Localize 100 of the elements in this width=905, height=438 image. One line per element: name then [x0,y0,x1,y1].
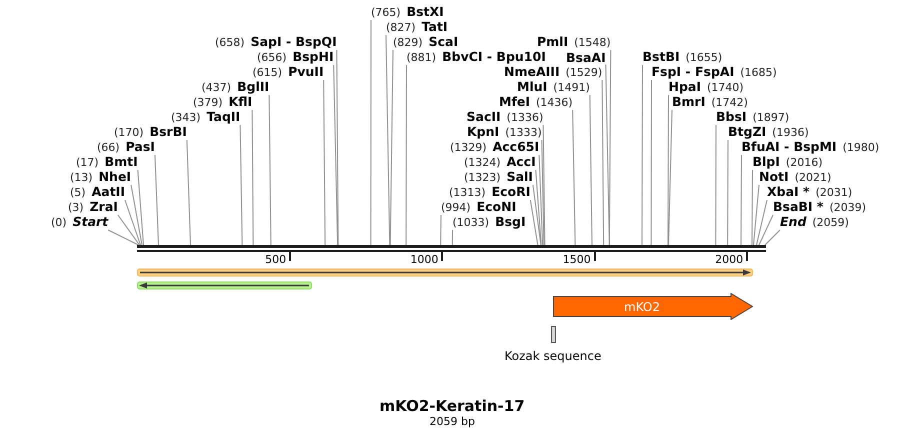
leader-line [668,94,669,246]
leader-line [370,20,372,246]
restriction-site-label: AccI [506,155,536,169]
position-number: (2016) [786,156,822,170]
leader-line [642,64,643,246]
leader-line [752,170,753,246]
leader-line [572,110,576,246]
restriction-site-label: BglII [237,80,270,94]
restriction-site-label: XbaI * [767,185,810,199]
position-number: (2031) [816,186,852,200]
restriction-site-label: BtgZI [728,125,766,139]
leader-line [137,170,144,246]
leader-line [130,184,142,246]
restriction-site-label: BsaAI [566,50,606,64]
position-number: (881) [406,51,436,65]
restriction-site-label: BmrI [672,95,706,109]
position-number: (765) [371,6,401,20]
position-number: (437) [202,81,232,95]
position-number: (615) [252,66,282,80]
position-number: (1313) [449,186,486,200]
position-number: (1336) [506,111,544,125]
position-number: (1324) [464,156,501,170]
leader-line [650,80,652,246]
restriction-site-label: BbvCI - Bpu10I [442,50,546,64]
restriction-site-label: EcoRI [492,185,530,199]
restriction-site-label: BsaBI * [773,200,824,214]
restriction-site-label: BstBI [642,50,680,64]
leader-line [154,154,159,246]
leader-line [333,64,338,246]
position-number: (1491) [553,81,590,95]
restriction-site-label: NotI [759,170,789,184]
restriction-site-label: TatI [422,20,448,34]
leader-line [668,110,672,246]
feature-bar [137,281,312,290]
position-number: (379) [193,96,223,110]
restriction-site-label: TaqII [206,110,240,124]
feature-block [553,293,753,320]
scale-label: 2000 [715,253,744,267]
leader-line [108,230,139,246]
leader-line [589,94,592,246]
leader-line [390,50,394,246]
restriction-site-label: NheI [98,170,132,184]
leader-line [530,200,538,246]
restriction-site-label: MluI [517,80,548,94]
position-number: (1529) [566,66,602,80]
position-number: (13) [70,171,93,185]
leader-line [452,230,453,246]
position-number: (1333) [505,126,542,140]
position-number: (656) [257,51,287,65]
leader-line [715,124,716,246]
position-number: (3) [68,201,84,215]
restriction-site-label: FspI - FspAI [652,65,734,79]
position-number: (1980) [842,141,880,155]
feature-label: Kozak sequence [504,349,602,363]
position-number: (1329) [450,141,487,155]
restriction-site-label: HpaI [668,80,701,94]
position-number: (1936) [772,126,809,140]
restriction-site-label: SacII [466,110,501,124]
leader-line [740,154,742,246]
position-number: (343) [171,111,201,125]
position-number: (1685) [740,66,777,80]
position-number: (17) [76,156,99,170]
leader-line [124,200,141,246]
leader-line [602,80,604,246]
position-number: (1740) [707,81,744,95]
feature-label: mKO2 [624,300,660,314]
position-number: (1436) [536,96,573,110]
leader-line [542,124,546,246]
position-number: (5) [70,186,86,200]
sequence-backbone [137,245,766,252]
position-number: (1033) [452,216,490,230]
restriction-site-label: MfeI [499,95,530,109]
leader-line [186,140,191,246]
restriction-site-label: NmeAIII [504,65,560,79]
leader-line [406,64,407,246]
leader-line [336,50,339,246]
restriction-site-label: Acc65I [492,140,540,154]
leader-line [753,184,760,246]
restriction-site-label: SapI - BspQI [250,35,337,49]
feature-bar [137,268,753,277]
leader-line [756,200,768,246]
scale-label: 1000 [410,253,438,267]
position-number: (827) [386,21,416,35]
restriction-site-label: PmlI [537,35,568,49]
scale-label: 1500 [562,253,591,267]
leader-line [764,230,780,246]
sequence-end-label: Start [72,215,108,229]
position-number: (170) [114,126,144,140]
diagram-title: mKO2-Keratin-17 [380,398,525,415]
restriction-site-label: KflI [228,95,252,109]
position-number: (0) [51,216,67,230]
position-number: (2039) [829,201,866,215]
position-number: (994) [441,201,471,215]
leader-line [535,170,542,246]
diagram-caption: 2059 bp [430,415,475,429]
leader-line [541,140,544,246]
leader-line [240,124,243,246]
restriction-site-label: BsrBI [150,125,187,139]
sequence-end-label: End [780,215,806,229]
position-number: (2021) [794,171,832,185]
